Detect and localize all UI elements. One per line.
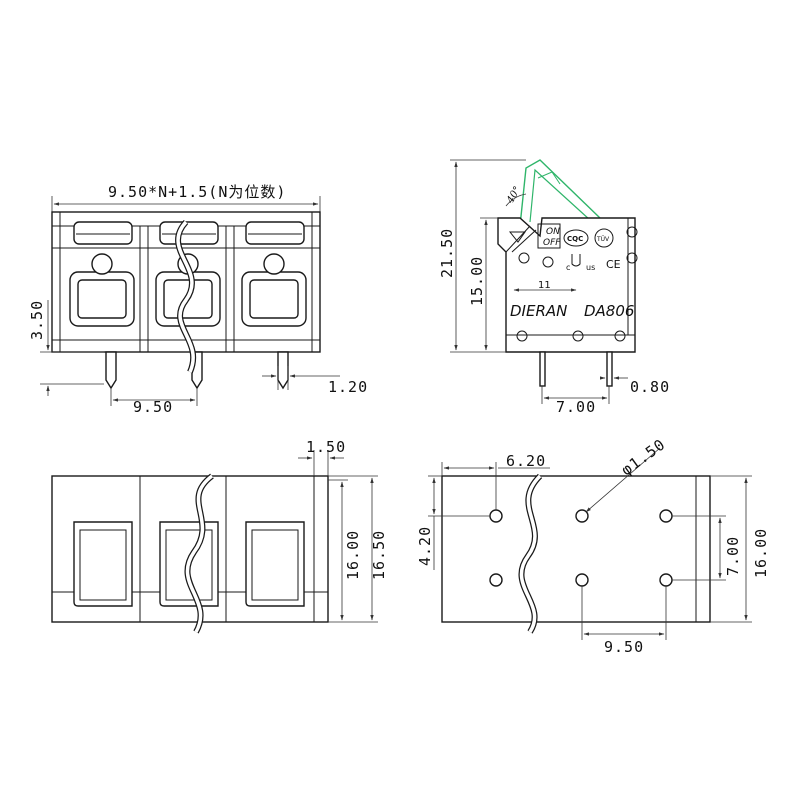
- front-wire-entry-1: [69, 253, 135, 327]
- side-dim-15-00: 15.00: [468, 256, 486, 306]
- side-pin-1: [539, 351, 546, 387]
- pcb-hole-1: [489, 509, 503, 523]
- pcb-hole-3: [575, 509, 589, 523]
- side-label-ul-c: c: [566, 263, 570, 272]
- front-view: 9.50*N+1.5(N为位数): [28, 183, 368, 416]
- front-pin-1: [105, 351, 117, 390]
- front-width-formula: 9.50*N+1.5(N为位数): [108, 183, 286, 201]
- pcb-dim-6-20: 6.20: [506, 452, 546, 470]
- side-dim-0-80: 0.80: [630, 378, 670, 396]
- pcb-hole-4: [575, 573, 589, 587]
- side-dim-7-00: 7.00: [556, 398, 596, 416]
- bottom-dim-1-50: 1.50: [306, 438, 346, 456]
- bottom-view: 1.50 16.00 16.50: [51, 438, 388, 634]
- pcb-hole-2: [489, 573, 503, 587]
- side-view: ON OFF CQC TÜV c us CE 11 DIERAN DA806 2…: [438, 159, 670, 416]
- bottom-dim-16-00: 16.00: [344, 530, 362, 580]
- cqc-logo: [563, 229, 589, 247]
- side-label-ce: CE: [606, 258, 621, 271]
- side-dim-21-50: 21.50: [438, 228, 456, 278]
- side-label-tuv: TÜV: [596, 236, 610, 243]
- tuv-logo: [594, 228, 614, 248]
- front-dim-3-50: 3.50: [28, 300, 46, 340]
- side-label-on: ON: [546, 227, 560, 237]
- ul-logo: [571, 254, 581, 267]
- on-off-icon: [537, 223, 561, 249]
- pcb-dim-9-50: 9.50: [604, 638, 644, 656]
- front-pin-3: [277, 351, 289, 390]
- side-lever: [519, 159, 601, 227]
- pcb-view: 6.20 φ1.50 4.20 7.00 16.00 9.50: [416, 435, 770, 656]
- pcb-hole-6: [659, 573, 673, 587]
- pcb-dim-7-00: 7.00: [724, 536, 742, 576]
- bottom-dim-16-50: 16.50: [370, 530, 388, 580]
- side-label-ul-us: us: [586, 263, 595, 272]
- front-slot-2: [159, 221, 219, 245]
- side-pin-2: [606, 351, 613, 387]
- pcb-dim-4-20: 4.20: [416, 526, 434, 566]
- front-slot-1: [73, 221, 133, 245]
- front-dim-1-20: 1.20: [328, 378, 368, 396]
- side-label-11: 11: [538, 280, 551, 291]
- front-slot-3: [245, 221, 305, 245]
- side-label-cqc: CQC: [567, 235, 583, 243]
- pcb-dim-16-00: 16.00: [752, 528, 770, 578]
- front-wire-entry-3: [241, 253, 307, 327]
- side-brand: DIERAN: [510, 302, 567, 320]
- pcb-dim-hole-d: φ1.50: [618, 435, 669, 479]
- front-dim-9-50: 9.50: [133, 398, 173, 416]
- bottom-cell-1: [73, 521, 133, 607]
- bottom-cell-3: [245, 521, 305, 607]
- pcb-hole-5: [659, 509, 673, 523]
- side-label-off: OFF: [543, 238, 561, 248]
- side-model: DA806: [584, 302, 634, 320]
